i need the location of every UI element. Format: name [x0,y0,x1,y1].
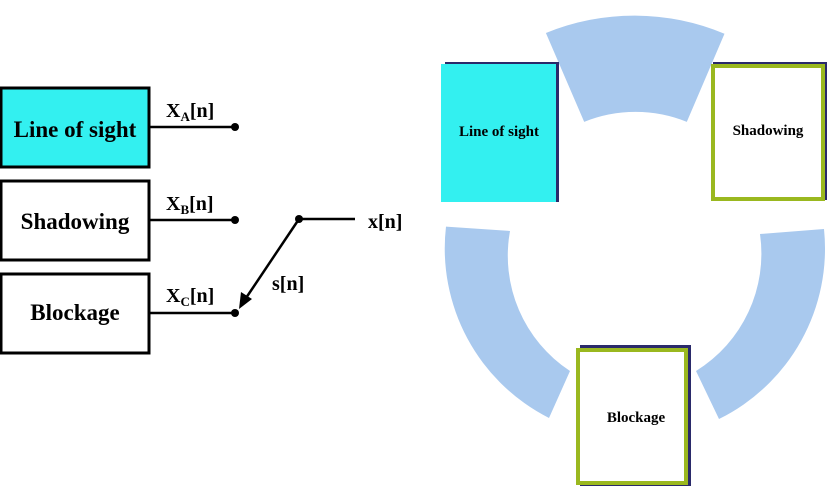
signal-label-xc: XC[n] [166,285,214,309]
selector-label: s[n] [272,273,304,295]
state-border [576,348,688,485]
state-label-line-of-sight: Line of sight [14,117,137,142]
state-label-shadowing: Shadowing [21,209,130,234]
state-box [578,350,686,483]
state-label-blockage: Blockage [30,300,119,325]
state-box-line-of-sight [0,86,151,169]
cycle-state-shadowing: Shadowing [711,62,827,201]
signal-label-xb: XB[n] [166,193,214,217]
cycle-arc-right [696,229,826,419]
cycle-arc-top [545,15,725,122]
state-border [711,64,825,201]
state-box-shadowing [0,179,151,262]
state-box [713,66,823,199]
switch-contact-c [231,309,239,317]
cycle-diagram: Line of sight Shadowing Blockage [441,15,827,486]
switch-diagram: Line of sight XA[n] Shadowing XB[n] Bloc… [0,86,402,355]
state-label: Blockage [607,410,666,426]
state-box [441,64,556,202]
state-label: Line of sight [459,124,539,140]
cycle-state-line-of-sight: Line of sight [441,62,559,202]
output-label: x[n] [368,211,402,233]
signal-label-xa: XA[n] [166,100,214,124]
switch-contact-b [231,216,239,224]
switch-arm [244,218,301,299]
cycle-state-blockage: Blockage [576,345,691,486]
state-box-blockage [0,272,151,355]
switch-arrowhead [239,292,252,309]
cycle-arc-left [444,226,570,418]
switch-contact-a [231,123,239,131]
state-label: Shadowing [733,123,804,139]
